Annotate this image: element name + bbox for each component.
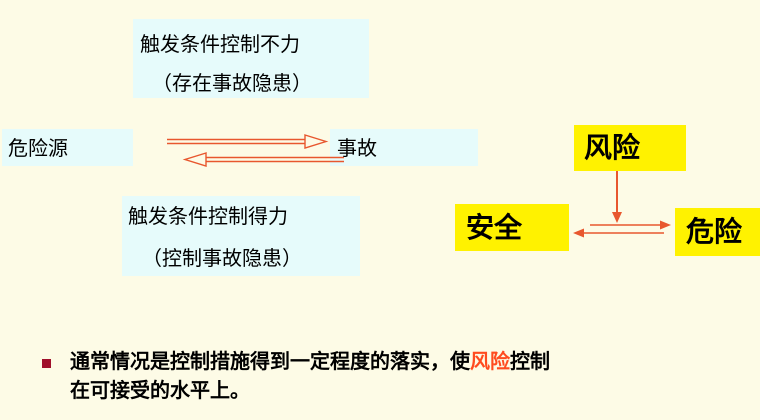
bullet-text-part1: 通常情况是控制措施得到一定程度的落实，使 xyxy=(70,349,470,373)
trigger-fail-box xyxy=(133,19,369,98)
safety-label: 安全 xyxy=(466,211,523,244)
hazard-box xyxy=(2,129,133,166)
danger-box xyxy=(675,208,760,256)
arrow-safety-to-danger xyxy=(590,220,671,230)
arrow-hazard-to-accident xyxy=(167,134,329,149)
risk-box xyxy=(574,125,686,171)
safety-box xyxy=(455,204,569,251)
bullet-text-line2: 在可接受的水平上。 xyxy=(70,378,250,402)
bullet-text: 通常情况是控制措施得到一定程度的落实，使风险控制在可接受的水平上。 xyxy=(70,347,750,405)
accident-box xyxy=(330,129,478,166)
trigger-fail-note: （存在事故隐患） xyxy=(152,71,312,95)
trigger-ok-label: 触发条件控制得力 xyxy=(128,204,288,228)
arrow-danger-to-safety xyxy=(573,228,664,238)
hazard-label: 危险源 xyxy=(8,136,68,160)
arrow-risk-down xyxy=(612,171,622,223)
trigger-fail-label: 触发条件控制不力 xyxy=(140,32,300,56)
trigger-ok-note: （控制事故隐患） xyxy=(142,246,302,270)
arrow-accident-to-hazard xyxy=(182,152,344,167)
trigger-ok-box xyxy=(122,196,360,276)
bullet-text-part2: 控制 xyxy=(510,349,550,373)
risk-label: 风险 xyxy=(584,131,641,164)
bullet-text-emphasis: 风险 xyxy=(470,349,510,373)
bullet-marker xyxy=(42,359,51,368)
accident-label: 事故 xyxy=(337,136,377,160)
danger-label: 危险 xyxy=(686,215,743,248)
